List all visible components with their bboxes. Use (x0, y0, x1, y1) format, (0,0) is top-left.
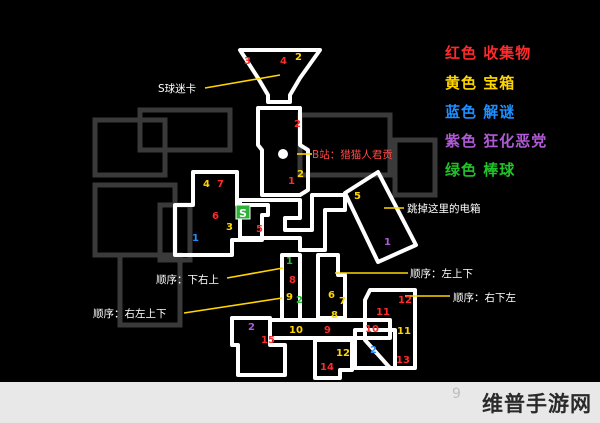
marker-red-3: 3 (244, 56, 251, 67)
s-card-badge (235, 204, 251, 220)
marker-red-5: 5 (256, 224, 263, 235)
annotation-order-a: 顺序：下右上 (156, 274, 219, 286)
marker-red-4: 4 (280, 56, 287, 67)
marker-red-14: 14 (320, 362, 334, 373)
watermark-bar (0, 382, 600, 423)
marker-red-12: 12 (398, 295, 412, 306)
marker-red-6: 6 (212, 211, 219, 222)
elevator-room (343, 170, 418, 264)
marker-red-1: 1 (288, 176, 295, 187)
leader-order-c (183, 297, 283, 314)
leader-s-card (204, 74, 281, 89)
marker-red-15: 15 (261, 335, 275, 346)
marker-green-2: 2 (296, 295, 303, 306)
marker-yellow-5: 5 (354, 191, 361, 202)
marker-green-1: 1 (286, 256, 293, 267)
marker-yellow-2: 2 (297, 169, 304, 180)
annotation-station-b: B站：猎猫人君贡 (312, 149, 393, 161)
marker-red-11: 11 (376, 307, 390, 318)
marker-yellow-6: 6 (328, 290, 335, 301)
marker-yellow-9: 9 (286, 292, 293, 303)
annotation-order-b: 顺序：左上下 (410, 268, 473, 280)
annotation-elevator: 跳掉这里的电箱 (407, 203, 481, 215)
marker-red-2: 2 (294, 119, 301, 130)
marker-red-13: 13 (396, 355, 410, 366)
leader-order-a (226, 267, 284, 279)
watermark-text: 维普手游网 (482, 392, 592, 416)
bottom-left-room (230, 316, 287, 377)
map-walls (173, 48, 418, 380)
watermark-faint-text: 9 (452, 386, 461, 402)
marker-yellow-12: 12 (336, 348, 350, 359)
marker-purple-1: 1 (384, 237, 391, 248)
legend-purple: 紫色 狂化恶党 (445, 132, 548, 150)
background-rooms (92, 107, 438, 328)
marker-yellow-3: 3 (226, 222, 233, 233)
bottom-right-room (353, 328, 397, 370)
legend-red: 红色 收集物 (445, 44, 532, 62)
marker-red-10: 10 (365, 324, 379, 335)
marker-yellow-2: 2 (295, 52, 302, 63)
marker-yellow-11: 11 (397, 326, 411, 337)
annotation-order-d: 顺序：右下左 (453, 292, 516, 304)
marker-yellow-4: 4 (203, 179, 210, 190)
marker-red-8: 8 (289, 275, 296, 286)
middle-vertical-corridor (316, 253, 347, 320)
annotation-s-card: S球迷卡 (158, 83, 197, 95)
marker-yellow-8: 8 (331, 310, 338, 321)
marker-blue-2: 2 (370, 345, 377, 356)
legend-blue: 蓝色 解谜 (445, 103, 516, 121)
marker-yellow-7: 7 (339, 296, 346, 307)
annotation-order-c: 顺序：右左上下 (93, 308, 167, 320)
marker-yellow-10: 10 (289, 325, 303, 336)
marker-blue-1: 1 (192, 233, 199, 244)
marker-red-9: 9 (324, 325, 331, 336)
bottom-center-room (313, 338, 354, 380)
marker-red-7: 7 (217, 179, 224, 190)
top-funnel-room (238, 48, 322, 104)
upper-corridor (256, 106, 310, 197)
marker-green-S: S (239, 207, 247, 220)
legend-yellow: 黄色 宝箱 (445, 74, 516, 92)
marker-purple-2: 2 (248, 322, 255, 333)
legend-green: 绿色 棒球 (445, 161, 516, 179)
boss-point-dot (278, 149, 288, 159)
leader-lines (183, 74, 450, 314)
